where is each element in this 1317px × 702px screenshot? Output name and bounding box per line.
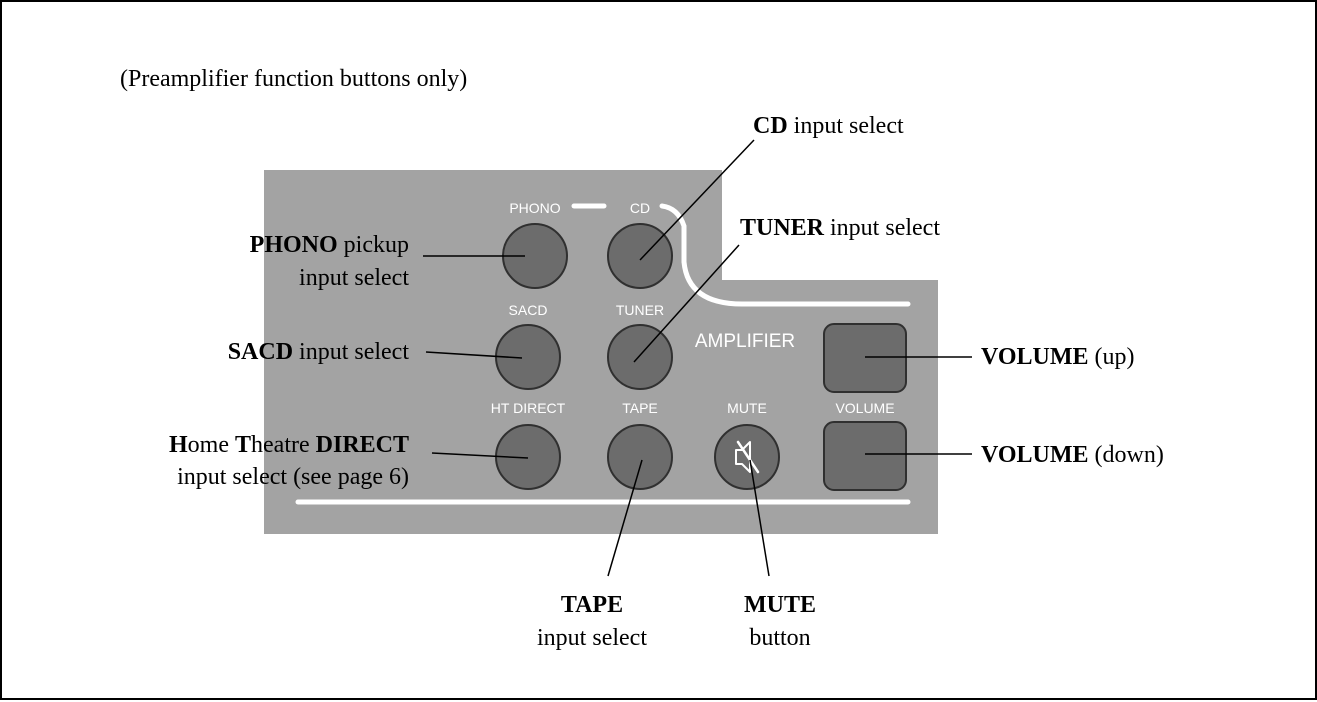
diagram-note: (Preamplifier function buttons only) [120,66,467,92]
callout-volume-up: VOLUME (up) [981,344,1135,370]
callout-ht-line2: input select (see page 6) [177,464,409,490]
volume-down-button[interactable] [823,421,907,491]
callout-sacd: SACD input select [228,339,410,365]
callout-cd: CD input select [753,113,904,139]
label-cd: CD [630,200,650,216]
callout-tape-line2: input select [537,625,647,651]
amplifier-stripe [659,203,911,307]
label-volume: VOLUME [835,400,894,416]
label-mute: MUTE [727,400,767,416]
callout-volume-down: VOLUME (down) [981,442,1164,468]
label-ht-direct: HT DIRECT [491,400,566,416]
volume-up-button[interactable] [823,323,907,393]
label-tuner: TUNER [616,302,664,318]
callout-ht-line1: Home Theatre DIRECT [169,432,409,458]
callout-phono-line2: input select [299,265,409,291]
leader-mute [749,459,770,577]
leader-cd [639,139,755,261]
label-tape: TAPE [622,400,658,416]
callout-mute-line1: MUTE [744,592,816,618]
tuner-button[interactable] [607,324,673,390]
mute-speaker-icon [735,440,760,474]
label-amplifier: AMPLIFIER [695,331,795,352]
leader-tape [607,459,643,577]
leader-ht-direct [431,452,529,459]
leader-sacd [425,351,523,359]
label-sacd: SACD [509,302,548,318]
cd-button[interactable] [607,223,673,289]
leader-lines [423,139,972,577]
label-phono: PHONO [509,200,560,216]
callout-phono-line1: PHONO pickup [250,232,409,258]
callout-tape-line1: TAPE [561,592,623,618]
callout-mute-line2: button [749,625,810,651]
callout-tuner: TUNER input select [740,215,940,241]
leader-tuner [633,244,740,363]
tape-button[interactable] [607,424,673,490]
